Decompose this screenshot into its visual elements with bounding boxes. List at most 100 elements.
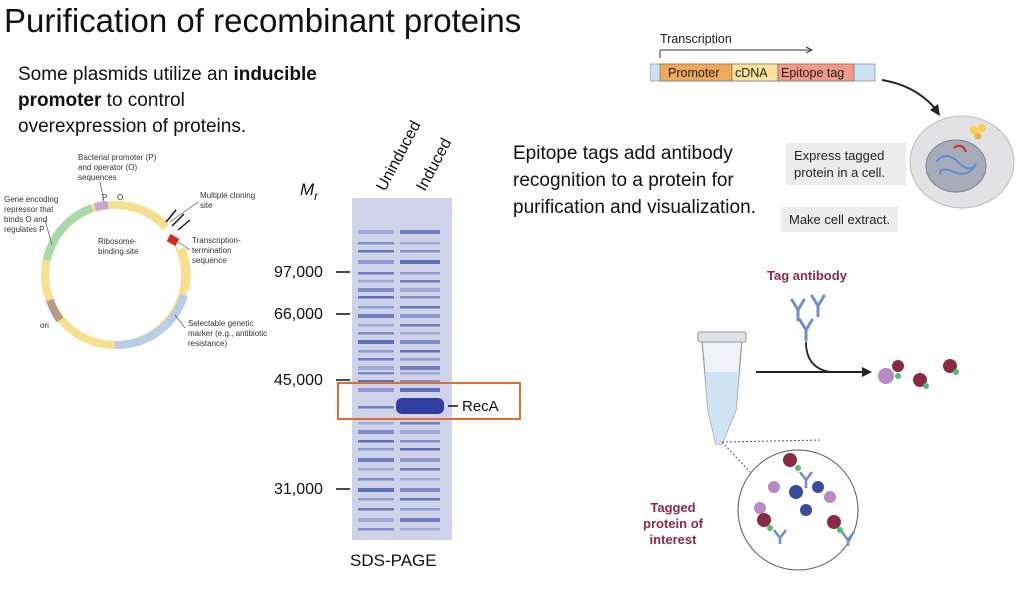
- bead-3: [800, 504, 812, 516]
- gel-band: [400, 350, 440, 353]
- purified-protein-3: [943, 359, 959, 375]
- gel-band: [358, 358, 394, 361]
- bead-1: [789, 485, 803, 499]
- gel-band: [400, 296, 440, 299]
- gel-band: [400, 366, 440, 370]
- marker-66000: 66,000: [274, 306, 323, 323]
- gel-band: [358, 448, 394, 451]
- label-repressor-3: binds O and: [4, 215, 47, 224]
- gel-band: [358, 422, 394, 425]
- gel-band: [358, 380, 394, 383]
- gel-band: [358, 296, 394, 299]
- ring-segment-p: [94, 201, 109, 211]
- sds-page-caption: SDS-PAGE: [350, 551, 437, 570]
- gel-figure: Mr Uninduced Induced 97,000 66,000 45,00…: [274, 118, 521, 540]
- gel-band: [400, 314, 440, 318]
- gel-band: [358, 306, 394, 309]
- gel-band: [358, 350, 394, 353]
- tag-antibody-label: Tag antibody: [767, 268, 847, 283]
- gel-band: [358, 528, 394, 531]
- gel-band: [400, 478, 440, 481]
- label-term-2: termination: [192, 246, 232, 255]
- protein-light-1: [768, 481, 780, 493]
- gel-band: [358, 280, 394, 283]
- label-repressor-4: regulates P: [4, 225, 44, 234]
- gel-band: [358, 458, 394, 462]
- gel-band: [400, 498, 440, 501]
- step-express-line-2: protein in a cell.: [794, 165, 886, 180]
- label-repressor-2: repressor that: [4, 205, 54, 214]
- label-bacterial-promoter-1: Bacterial promoter (P): [78, 153, 157, 162]
- mcs-arrow-1: [165, 209, 177, 223]
- lane-induced-label: Induced: [414, 136, 456, 194]
- purified-protein-2: [913, 373, 929, 389]
- cell-illustration: [909, 115, 1015, 209]
- gel-band: [358, 498, 394, 501]
- gel-band: [358, 230, 394, 234]
- label-bacterial-promoter-2: and operator (O): [78, 163, 137, 172]
- mr-label: Mr: [300, 180, 319, 203]
- leader-repressor: [44, 219, 53, 246]
- gel-band: [358, 250, 394, 253]
- gel-band: [400, 422, 440, 425]
- antibody-2: [810, 294, 826, 318]
- construct-diagram: Transcription Promoter cDNA Epitope tag: [650, 32, 876, 82]
- gel-band: [400, 324, 440, 327]
- tube-liquid: [705, 372, 739, 444]
- gel-band: [358, 406, 394, 409]
- leader-promoter: [99, 181, 105, 203]
- gel-band: [400, 488, 440, 492]
- marker-97000: 97,000: [274, 264, 323, 281]
- gel-band: [400, 242, 440, 245]
- gel-band: [400, 430, 440, 434]
- tagged-gene: [953, 144, 967, 153]
- gel-band: [358, 440, 394, 443]
- antibody-3: [798, 318, 814, 342]
- slide-title: Purification of recombinant proteins: [4, 2, 522, 39]
- gel-band: [358, 260, 394, 264]
- tagged-protein-line-1: Tagged: [650, 500, 696, 515]
- gel-band: [358, 366, 394, 370]
- label-bacterial-promoter-3: sequences: [78, 173, 117, 182]
- gel-band: [358, 288, 394, 292]
- gel-band: [400, 250, 440, 253]
- gel-band: [400, 380, 440, 383]
- gel-band: [358, 340, 394, 344]
- label-mcs-2: site: [200, 201, 213, 210]
- gel-band: [400, 458, 440, 462]
- gel-band: [400, 230, 440, 234]
- ring-segment-term: [178, 248, 191, 291]
- label-o: O: [117, 193, 123, 202]
- gel-band: [400, 358, 440, 361]
- segment-cdna-label: cDNA: [735, 66, 768, 80]
- gel-band: [358, 430, 394, 434]
- step-express-box: Express tagged protein in a cell.: [786, 143, 906, 185]
- intro-post: to control overexpression of proteins.: [18, 90, 247, 137]
- transcription-arrow-head: [805, 46, 814, 54]
- ring-segment-marker: [114, 293, 188, 350]
- tagged-protein-label: Tagged protein of interest: [627, 500, 719, 548]
- segment-promoter-label: Promoter: [668, 66, 719, 80]
- label-term-1: Transcription-: [192, 236, 241, 245]
- segment-epitope: [777, 63, 855, 82]
- marker-45000: 45,000: [274, 372, 323, 389]
- zoom-lines: [721, 439, 823, 473]
- gel-band: [400, 508, 440, 511]
- tube-cap: [697, 331, 747, 343]
- label-selectable-2: marker (e.g., antibiotic: [188, 329, 267, 338]
- leader-term: [177, 241, 191, 251]
- plasmid-diagram: Bacterial promoter (P) and operator (O) …: [4, 153, 267, 350]
- label-term-3: sequence: [192, 256, 227, 265]
- tagged-protein-zoom-3: [827, 515, 855, 546]
- transcription-arrow-line: [659, 49, 810, 58]
- gel-band: [358, 508, 394, 511]
- gel-band: [400, 518, 440, 522]
- protein-light-2: [824, 491, 836, 503]
- tagged-protein-line-2: protein of: [643, 516, 703, 531]
- gel-band: [400, 372, 440, 375]
- intro-text: Some plasmids utilize an inducible promo…: [18, 62, 318, 140]
- tagged-protein-zoom-2: [757, 513, 787, 544]
- epitope-description: Epitope tags add antibody recognition to…: [513, 143, 756, 218]
- segment-epitope-label: Epitope tag: [781, 66, 844, 80]
- tagged-protein-line-3: interest: [649, 532, 697, 547]
